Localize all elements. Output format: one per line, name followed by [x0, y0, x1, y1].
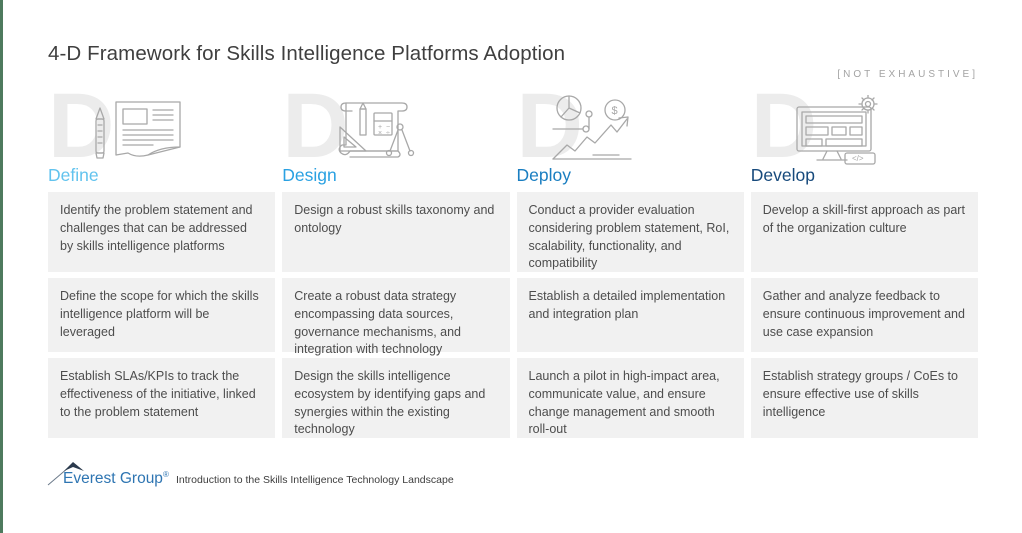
svg-text:</>: </> [852, 154, 864, 163]
column-header-develop: D </> Develop [750, 80, 978, 186]
monitor-gear-code-icon: </> [796, 95, 878, 165]
define-item-1: Identify the problem statement and chall… [48, 192, 276, 272]
develop-item-2: Gather and analyze feedback to ensure co… [750, 278, 978, 352]
not-exhaustive-tag: [NOT EXHAUSTIVE] [837, 69, 978, 80]
page-title: 4-D Framework for Skills Intelligence Pl… [48, 42, 566, 65]
footer-caption: Introduction to the Skills Intelligence … [176, 474, 454, 486]
deploy-item-3: Launch a pilot in high-impact area, comm… [516, 358, 744, 438]
design-item-3: Design the skills intelligence ecosystem… [282, 358, 510, 438]
svg-text:+: + [378, 124, 382, 131]
column-header-deploy: D $ Deploy [516, 80, 744, 186]
blueprint-tools-icon: +− × ÷ [338, 102, 415, 158]
develop-item-3: Establish strategy groups / CoEs to ensu… [750, 358, 978, 438]
registered-mark: ® [162, 469, 169, 479]
svg-text:$: $ [611, 105, 617, 117]
deploy-item-2: Establish a detailed implementation and … [516, 278, 744, 352]
everest-group-logo: Everest Group® [46, 458, 169, 490]
develop-label: Develop [750, 165, 815, 185]
design-item-2: Create a robust data strategy encompassi… [282, 278, 510, 374]
column-header-design: D +− ×÷ [282, 80, 509, 186]
svg-text:−: − [386, 124, 390, 131]
document-pen-icon [95, 101, 181, 159]
column-header-define: D Define [48, 80, 275, 186]
everest-group-wordmark: Everest Group® [63, 469, 169, 487]
big-letter-d: D [750, 75, 818, 177]
define-icon-area: D [48, 80, 275, 172]
develop-item-1: Develop a skill-first approach as part o… [750, 192, 978, 272]
deploy-icon-area: D $ [517, 80, 744, 172]
design-icon-area: D +− ×÷ [282, 80, 509, 172]
framework-grid: D Define D [48, 80, 978, 438]
design-item-1: Design a robust skills taxonomy and onto… [282, 192, 510, 272]
big-letter-d: D [282, 75, 349, 177]
design-label: Design [282, 165, 337, 185]
define-label: Define [48, 165, 99, 185]
define-item-3: Establish SLAs/KPIs to track the effecti… [48, 358, 276, 438]
define-item-2: Define the scope for which the skills in… [48, 278, 276, 352]
svg-text:÷: ÷ [386, 130, 390, 137]
deploy-label: Deploy [516, 165, 571, 185]
growth-chart-money-icon: $ [551, 95, 632, 160]
footer: Everest Group® Introduction to the Skill… [46, 458, 454, 490]
left-accent-bar [0, 0, 3, 533]
svg-text:×: × [378, 130, 382, 137]
develop-icon-area: D </> [751, 80, 978, 172]
big-letter-d: D [516, 75, 583, 177]
deploy-item-1: Conduct a provider evaluation considerin… [516, 192, 744, 272]
mountain-peak-icon [47, 462, 84, 486]
